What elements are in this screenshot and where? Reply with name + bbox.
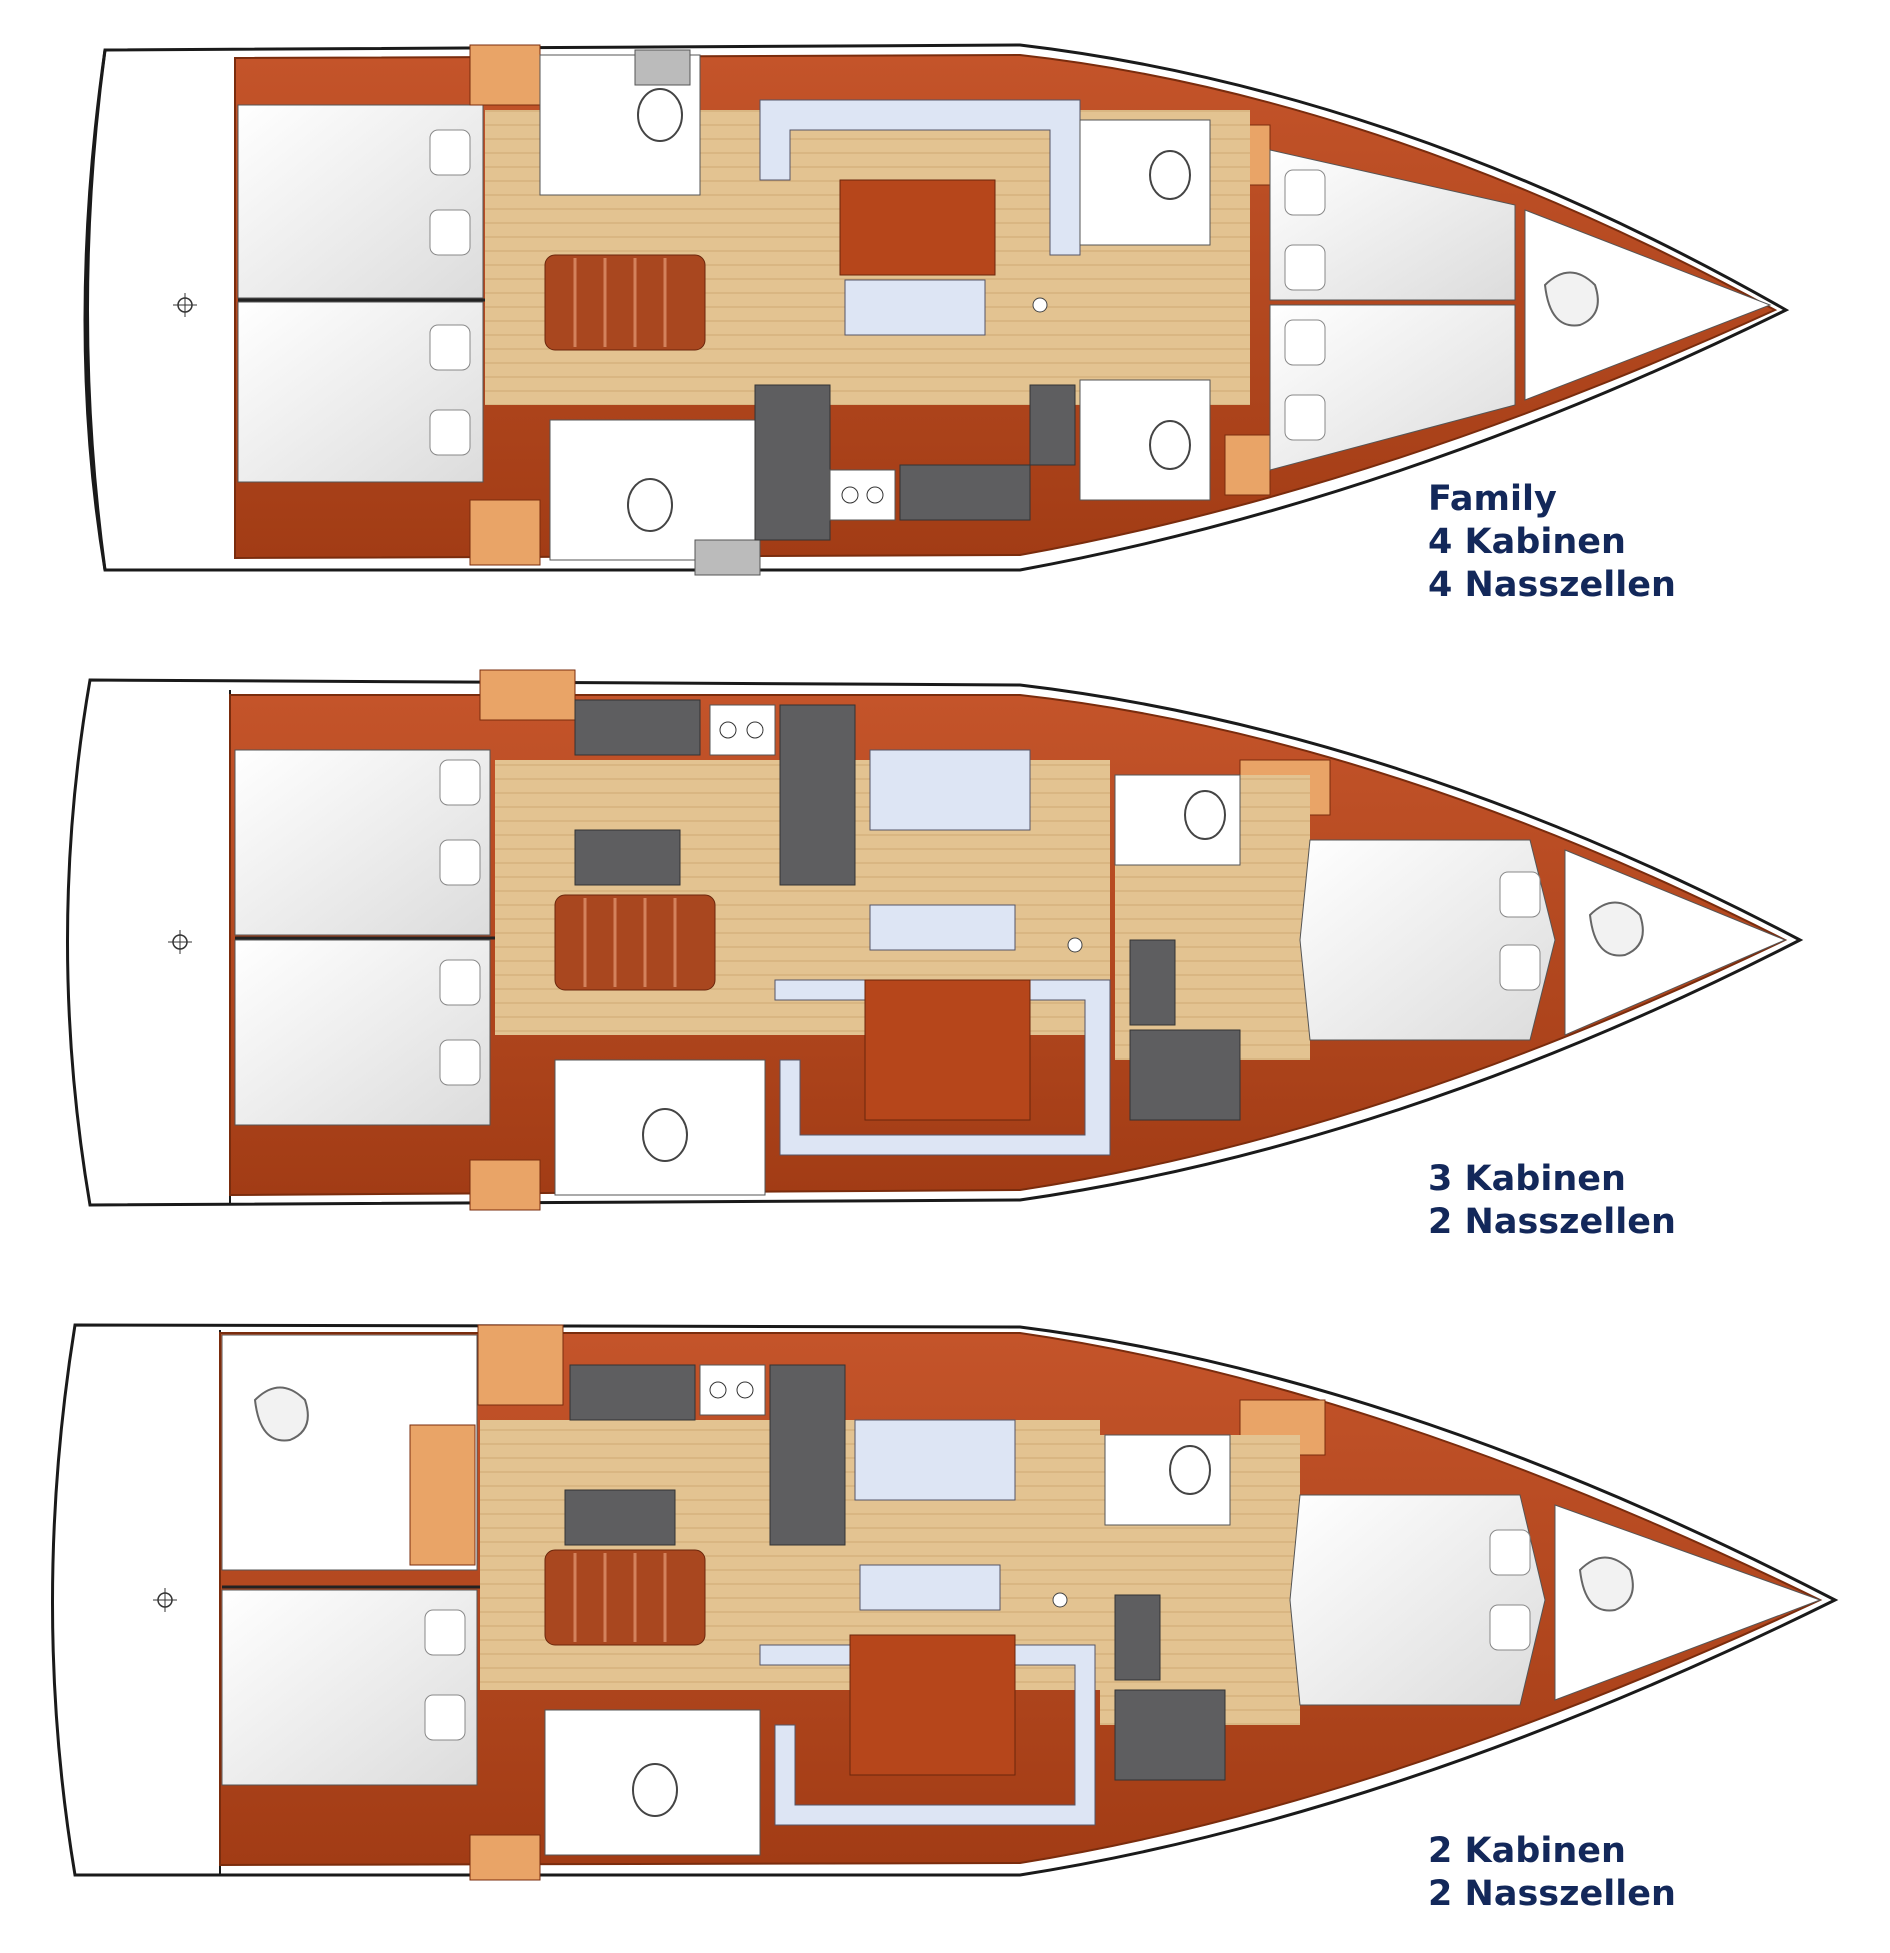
saloon-sofa xyxy=(869,904,1016,951)
fwd-berth xyxy=(1289,1494,1546,1706)
anchor-locker-icon xyxy=(1578,1556,1634,1612)
stove-icon xyxy=(829,469,896,521)
toilet-icon xyxy=(1184,790,1226,840)
head-fwd xyxy=(1104,1434,1231,1526)
saloon-table xyxy=(839,179,996,276)
nav-station xyxy=(1114,1594,1161,1681)
forepeak xyxy=(1524,209,1772,401)
saloon-sofa xyxy=(854,1419,1016,1501)
caption-line: Family xyxy=(1428,479,1557,519)
toilet-icon xyxy=(632,1763,678,1817)
center-mark-icon xyxy=(173,293,197,317)
wet-locker xyxy=(469,499,541,566)
wet-locker xyxy=(469,44,541,106)
anchor-locker-icon xyxy=(1588,901,1644,957)
wet-locker xyxy=(477,1324,564,1406)
fwd-berth xyxy=(1299,839,1556,1041)
saloon-sofa xyxy=(844,279,986,336)
toilet-icon xyxy=(1149,150,1191,200)
fwd-berth-port xyxy=(1269,149,1516,301)
head-fwd-port xyxy=(1079,119,1211,246)
caption-line: 4 Kabinen xyxy=(1428,522,1626,562)
wet-locker xyxy=(409,1424,476,1566)
sink-icon xyxy=(564,1489,676,1546)
saloon-sofa xyxy=(869,749,1031,831)
saloon-table xyxy=(849,1634,1016,1776)
toilet-icon xyxy=(627,478,673,532)
stove-icon xyxy=(699,1364,766,1416)
wet-locker xyxy=(1224,434,1271,496)
center-mark-icon xyxy=(153,1588,177,1612)
caption-line: 4 Nasszellen xyxy=(1428,565,1676,605)
saloon-sofa xyxy=(859,1564,1001,1611)
galley-counter xyxy=(779,704,856,886)
family-layout-caption: Family 4 Kabinen 4 Nasszellen xyxy=(1428,478,1676,607)
nav-station xyxy=(1129,1029,1241,1121)
fwd-berth-starboard xyxy=(1269,304,1516,471)
galley-counter xyxy=(574,699,701,756)
family-layout-plan xyxy=(83,43,1790,576)
three-cabin-layout-caption: 3 Kabinen 2 Nasszellen xyxy=(1428,1158,1676,1244)
companionway-steps xyxy=(544,254,706,351)
nav-station xyxy=(1114,1689,1226,1781)
companionway-steps xyxy=(554,894,716,991)
toilet-icon xyxy=(637,88,683,142)
galley-counter xyxy=(769,1364,846,1546)
wet-locker xyxy=(469,1834,541,1881)
sink-icon xyxy=(574,829,681,886)
wet-locker xyxy=(479,669,576,721)
caption-line: 3 Kabinen xyxy=(1428,1159,1626,1199)
companionway-steps xyxy=(544,1549,706,1646)
wet-locker xyxy=(469,1159,541,1211)
stove-icon xyxy=(709,704,776,756)
anchor-locker-icon xyxy=(1543,271,1599,327)
galley-counter xyxy=(899,384,1076,521)
two-cabin-layout-plan xyxy=(51,1323,1839,1881)
forepeak xyxy=(1554,1504,1822,1701)
caption-line: 2 Kabinen xyxy=(1428,1831,1626,1871)
two-cabin-layout-caption: 2 Kabinen 2 Nasszellen xyxy=(1428,1830,1676,1916)
saloon-table xyxy=(864,979,1031,1121)
center-mark-icon xyxy=(168,930,192,954)
nav-station xyxy=(1129,939,1176,1026)
galley-counter xyxy=(569,1364,696,1421)
toilet-icon xyxy=(1169,1445,1211,1495)
caption-line: 2 Nasszellen xyxy=(1428,1202,1676,1242)
three-cabin-layout-plan xyxy=(66,669,1804,1211)
toilet-icon xyxy=(642,1108,688,1162)
forepeak xyxy=(1564,849,1787,1036)
anchor-locker-icon xyxy=(253,1386,309,1442)
caption-line: 2 Nasszellen xyxy=(1428,1874,1676,1914)
toilet-icon xyxy=(1149,420,1191,470)
galley-counter xyxy=(754,384,831,541)
